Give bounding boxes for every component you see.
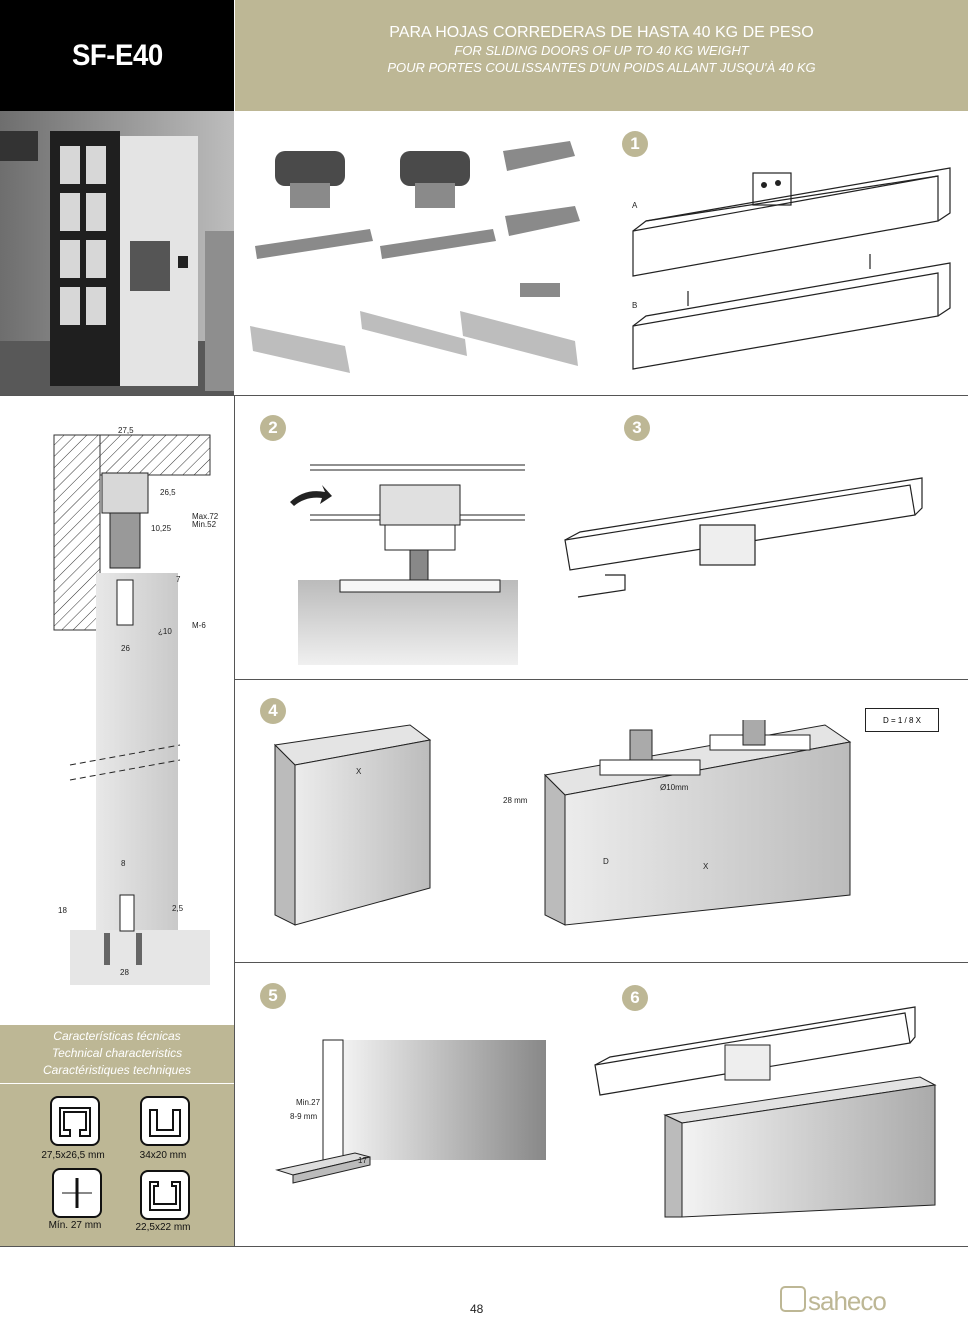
- spec-label-4: 22,5x22 mm: [135, 1222, 191, 1233]
- characteristics-separator: [0, 1083, 234, 1084]
- step4-dia10: Ø10mm: [660, 783, 689, 792]
- dim-m6: M-6: [192, 621, 206, 630]
- formula-text: D = 1 / 8 X: [882, 715, 922, 725]
- dim-max: Max.72: [192, 512, 219, 521]
- step-6-drawing: [594, 1006, 937, 1218]
- characteristics-title-fr: Caractéristiques techniques: [42, 1063, 192, 1077]
- dim-min: Min.52: [192, 520, 217, 529]
- step4-d: D: [603, 857, 609, 866]
- step5-min27: Min.27: [296, 1098, 321, 1107]
- rail-profiles-drawing: [632, 167, 951, 370]
- step-badge-4: 4: [260, 698, 286, 724]
- title-en: FOR SLIDING DOORS OF UP TO 40 KG WEIGHT: [454, 43, 749, 58]
- dim-18: 18: [58, 906, 67, 915]
- dim-26: 26: [121, 644, 130, 653]
- step4-28mm: 28 mm: [503, 796, 528, 805]
- profile-label-b: B: [632, 301, 638, 310]
- characteristics-title-es: Características técnicas: [53, 1029, 181, 1043]
- profile-label-a: A: [632, 201, 638, 210]
- divider-row-2: [234, 679, 968, 680]
- step-badge-5: 5: [260, 983, 286, 1009]
- bottom-guide-profile-icon: [140, 1096, 190, 1146]
- step-5-drawing: [275, 1039, 546, 1184]
- dim-10-25: 10,25: [151, 524, 172, 533]
- spec-label-1: 27,5x26,5 mm: [41, 1150, 105, 1161]
- step-3-drawing: [564, 477, 923, 598]
- divider-row-1: [0, 395, 968, 396]
- characteristics-title-en: Technical characteristics: [51, 1046, 183, 1060]
- kit-components-photo: [235, 111, 598, 396]
- guide-channel-profile-icon: [140, 1170, 190, 1220]
- step4-x-left: X: [356, 767, 362, 776]
- formula-box: D = 1 / 8 X: [865, 708, 939, 732]
- divider-row-3: [234, 962, 968, 963]
- dim-dia10: ¿10: [158, 627, 172, 636]
- door-photo: [0, 111, 234, 396]
- divider-column: [234, 395, 235, 1246]
- brand-logo-icon: [780, 1286, 806, 1312]
- panel-1: [598, 111, 968, 396]
- title-es: PARA HOJAS CORREDERAS DE HASTA 40 KG DE …: [389, 24, 814, 41]
- dim-26-5: 26,5: [160, 488, 176, 497]
- step-2-drawing: [290, 464, 525, 665]
- step-badge-3: 3: [624, 415, 650, 441]
- dim-7: 7: [176, 575, 181, 584]
- spec-label-2: 34x20 mm: [139, 1150, 187, 1161]
- brand-logo: saheco: [808, 1286, 887, 1316]
- model-title: SF-E40: [71, 38, 163, 72]
- dim-27-5: 27,5: [118, 426, 134, 435]
- step4-x-right: X: [703, 862, 709, 871]
- step5-17: 17: [358, 1156, 367, 1165]
- model-box: SF-E40: [0, 0, 234, 111]
- door-thickness-icon: [52, 1168, 102, 1218]
- title-fr: POUR PORTES COULISSANTES D'UN POIDS ALLA…: [387, 60, 816, 75]
- spec-label-3: Mín. 27 mm: [48, 1220, 102, 1231]
- header-banner: PARA HOJAS CORREDERAS DE HASTA 40 KG DE …: [235, 0, 968, 111]
- top-rail-profile-icon: [50, 1096, 100, 1146]
- characteristics-title: Características técnicas Technical chara…: [0, 1028, 234, 1079]
- step-4-drawing: [273, 720, 852, 926]
- divider-row-4: [0, 1246, 968, 1247]
- step-badge-2: 2: [260, 415, 286, 441]
- step-badge-6: 6: [622, 985, 648, 1011]
- characteristics-panel: [0, 1025, 234, 1246]
- page-number: 48: [470, 1302, 484, 1316]
- step5-gap: 8-9 mm: [290, 1112, 318, 1121]
- dim-8: 8: [121, 859, 126, 868]
- step-badge-1: 1: [622, 131, 648, 157]
- dim-28: 28: [120, 968, 129, 977]
- section-drawing: [53, 434, 211, 985]
- dim-2-5: 2,5: [172, 904, 184, 913]
